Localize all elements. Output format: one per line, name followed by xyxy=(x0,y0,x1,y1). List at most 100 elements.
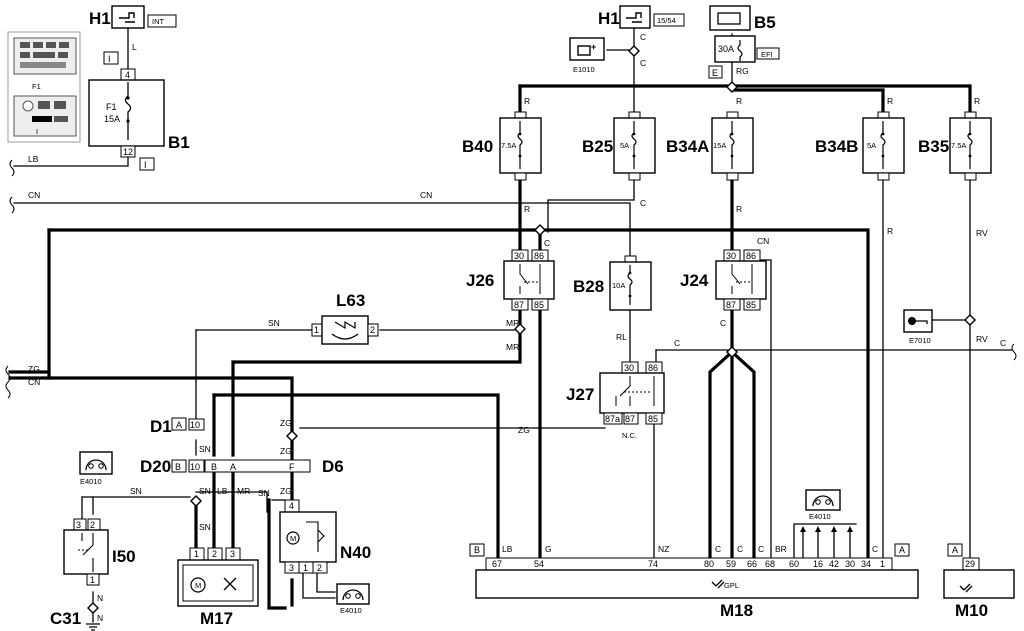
n40-label: N40 xyxy=(340,543,371,562)
svg-text:87: 87 xyxy=(514,300,524,310)
svg-text:I: I xyxy=(144,160,147,170)
svg-text:10: 10 xyxy=(190,462,200,472)
svg-text:C: C xyxy=(715,544,721,554)
svg-text:LB: LB xyxy=(28,154,39,164)
d20-label: D20 xyxy=(140,457,171,476)
svg-text:C: C xyxy=(720,318,726,328)
d6-label: D6 xyxy=(322,457,344,476)
b34b-label: B34B xyxy=(815,137,858,156)
svg-text:M: M xyxy=(290,534,296,543)
svg-text:RV: RV xyxy=(976,334,988,344)
i50-label: I50 xyxy=(112,547,136,566)
h1-1554-tag: 15/54 xyxy=(657,16,676,25)
svg-text:MR: MR xyxy=(237,486,250,496)
svg-text:87a: 87a xyxy=(605,414,620,424)
svg-text:C: C xyxy=(737,544,743,554)
fuse-b34b: R 5A B34B R xyxy=(815,96,905,236)
svg-text:N: N xyxy=(97,613,103,623)
junctions xyxy=(87,45,976,614)
motor-icon xyxy=(190,577,206,593)
svg-text:SN: SN xyxy=(199,522,211,532)
svg-text:87: 87 xyxy=(625,414,635,424)
svg-text:29: 29 xyxy=(965,559,975,569)
svg-text:GPL: GPL xyxy=(724,581,739,590)
svg-text:68: 68 xyxy=(765,559,775,569)
svg-text:CN: CN xyxy=(757,236,769,246)
svg-text:R: R xyxy=(974,96,980,106)
svg-text:3: 3 xyxy=(289,563,294,573)
ignition-switch-icon xyxy=(111,5,145,29)
l63-label: L63 xyxy=(336,291,365,310)
svg-text:15A: 15A xyxy=(713,141,726,150)
break-marks xyxy=(5,159,1017,399)
svg-text:C: C xyxy=(640,32,646,42)
b40-label: B40 xyxy=(462,137,493,156)
svg-text:66: 66 xyxy=(747,559,757,569)
svg-text:5A: 5A xyxy=(867,141,876,150)
b25-label: B25 xyxy=(582,137,613,156)
location-inset: F1 I xyxy=(7,31,81,143)
svg-text:4: 4 xyxy=(289,501,294,511)
svg-text:4: 4 xyxy=(125,70,130,80)
svg-text:G: G xyxy=(545,544,552,554)
ignition-switch-icon xyxy=(619,5,651,29)
svg-text:30: 30 xyxy=(726,251,736,261)
svg-text:LB: LB xyxy=(217,486,228,496)
b1-label: B1 xyxy=(168,133,190,152)
svg-text:1: 1 xyxy=(314,325,319,335)
svg-text:85: 85 xyxy=(534,300,544,310)
svg-text:12: 12 xyxy=(123,147,133,157)
b35-label: B35 xyxy=(918,137,949,156)
svg-text:L: L xyxy=(132,42,137,52)
connectors-d: D1 A 10 SN D20 B 10 B A F D6 ZG ZG ZG SN… xyxy=(130,417,344,532)
svg-text:E4010: E4010 xyxy=(809,512,831,521)
j24-label: J24 xyxy=(680,271,709,290)
svg-text:F1: F1 xyxy=(106,102,117,112)
svg-text:+: + xyxy=(591,42,596,52)
svg-text:2: 2 xyxy=(212,549,217,559)
e4010-bottom: E4010 xyxy=(336,583,370,615)
svg-text:30: 30 xyxy=(624,363,634,373)
svg-text:B: B xyxy=(474,545,480,555)
svg-text:C: C xyxy=(758,544,764,554)
svg-text:SN: SN xyxy=(199,486,211,496)
svg-text:CN: CN xyxy=(28,377,40,387)
c31-label: C31 xyxy=(50,609,81,628)
inset-marker: I xyxy=(36,127,38,136)
e7010: E7010 xyxy=(903,309,933,345)
fuse-b35: R 7.5A B35 RV RV xyxy=(918,96,992,344)
svg-text:A: A xyxy=(899,545,905,555)
svg-text:42: 42 xyxy=(829,559,839,569)
svg-text:M: M xyxy=(195,581,201,590)
svg-text:2: 2 xyxy=(317,563,322,573)
svg-text:CN: CN xyxy=(28,190,40,200)
b5-fuse: B5 30A EFI E RG xyxy=(708,5,780,79)
svg-text:ZG: ZG xyxy=(280,486,292,496)
svg-text:B: B xyxy=(175,462,181,472)
dashboard-gauge-icon xyxy=(79,451,113,475)
svg-text:59: 59 xyxy=(726,559,736,569)
svg-text:R: R xyxy=(524,204,530,214)
switch-i50: 3 2 1 I50 N N C31 xyxy=(50,518,136,631)
ecu-m18: B LB G NZ C C C BR C A 67 54 74 80 59 66… xyxy=(469,543,919,620)
svg-text:I: I xyxy=(108,54,111,64)
svg-text:10A: 10A xyxy=(612,281,625,290)
svg-text:85: 85 xyxy=(648,414,658,424)
fuse-b40: R 7.5A B40 R xyxy=(462,96,542,214)
svg-text:N.C.: N.C. xyxy=(622,431,637,440)
inset-fuse-label: F1 xyxy=(32,82,41,91)
svg-text:C: C xyxy=(674,338,680,348)
fuel-warning-icon xyxy=(569,37,605,61)
m17-label: M17 xyxy=(200,609,233,628)
svg-text:C: C xyxy=(544,238,550,248)
h1-int-tag: INT xyxy=(152,17,165,26)
svg-text:7.5A: 7.5A xyxy=(951,141,966,150)
j26-label: J26 xyxy=(466,271,494,290)
svg-text:7.5A: 7.5A xyxy=(501,141,516,150)
svg-text:B: B xyxy=(211,462,217,472)
svg-text:1: 1 xyxy=(194,549,199,559)
svg-text:85: 85 xyxy=(746,300,756,310)
svg-text:34: 34 xyxy=(861,559,871,569)
svg-text:C: C xyxy=(640,198,646,208)
svg-text:F: F xyxy=(289,462,295,472)
